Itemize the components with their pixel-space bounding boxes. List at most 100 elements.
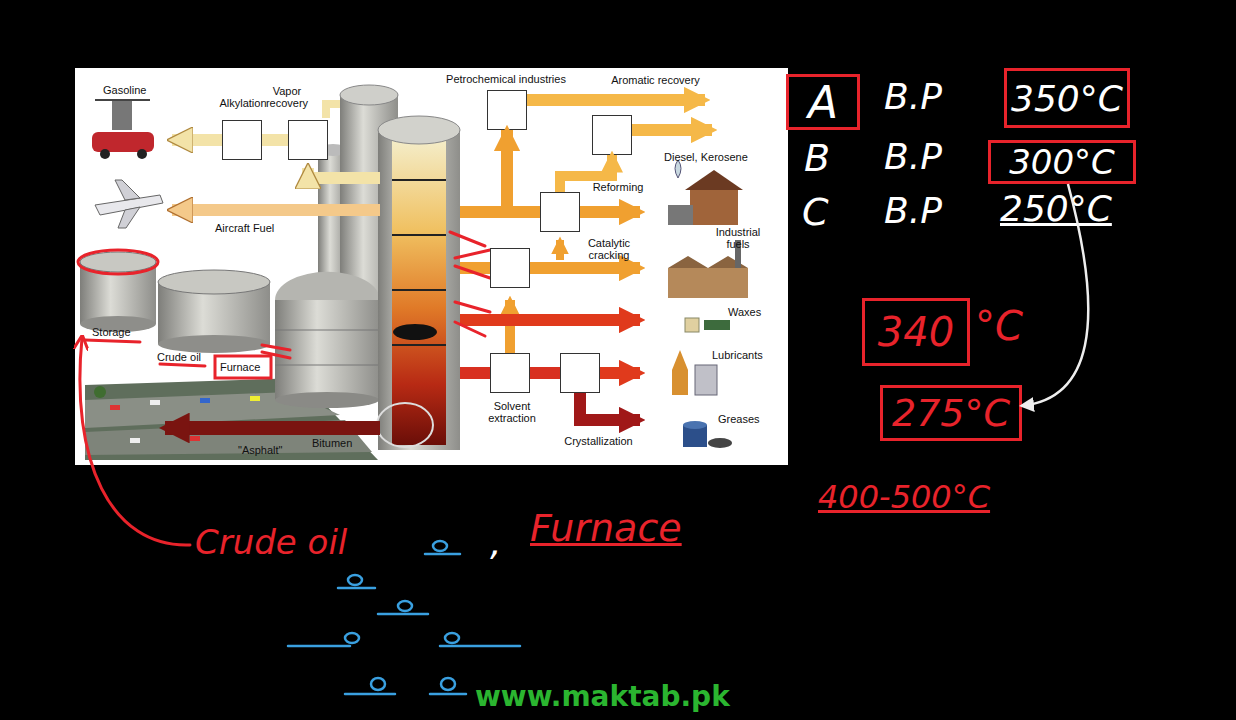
flow-arrow bbox=[507, 130, 540, 212]
process-box: Catalytic cracking bbox=[490, 248, 530, 288]
fractionating-column-part bbox=[392, 140, 446, 445]
product-arrows-part bbox=[308, 168, 380, 178]
storage-tank-part bbox=[80, 252, 156, 272]
handwritten-note: , bbox=[490, 522, 501, 563]
process-label: Solvent extraction bbox=[481, 400, 543, 424]
product-label: Waxes bbox=[728, 306, 761, 318]
flow-arrow bbox=[560, 155, 612, 192]
annotation-marks-part bbox=[85, 340, 140, 342]
callout-letter: B bbox=[804, 136, 830, 180]
fractionating-column-part bbox=[377, 403, 433, 447]
blue-marks-part bbox=[338, 587, 375, 590]
product-arrows-part bbox=[632, 124, 712, 136]
temperature-box: 350°C bbox=[1004, 68, 1130, 128]
temperature-note: 250°C bbox=[1000, 188, 1112, 229]
process-label: Petrochemical industries bbox=[426, 73, 586, 85]
crude-oil-tank bbox=[158, 270, 270, 353]
annotation-marks-part bbox=[78, 250, 158, 274]
highway-part bbox=[150, 400, 160, 405]
temperature-box: 340°C bbox=[862, 298, 970, 366]
annotation-marks-part bbox=[455, 266, 490, 278]
product-label: Greases bbox=[718, 413, 760, 425]
product-arrows-part bbox=[580, 206, 640, 218]
process-label: Reforming bbox=[583, 181, 653, 193]
temperature-box: 300°C bbox=[988, 140, 1136, 184]
product-label: Bitumen bbox=[312, 437, 352, 449]
highway-part bbox=[130, 438, 140, 443]
handwritten-note: Crude oil bbox=[195, 522, 347, 562]
product-label: Aircraft Fuel bbox=[215, 222, 274, 234]
flow-arrow bbox=[530, 367, 560, 379]
temperature-note: 400-500°C bbox=[818, 478, 990, 516]
product-arrows-part bbox=[326, 104, 340, 118]
value-text: 340 bbox=[878, 309, 954, 355]
fractionating-column-part bbox=[392, 289, 446, 291]
annotation-marks-part bbox=[262, 345, 290, 350]
crude-oil-tank-part bbox=[158, 270, 270, 294]
storage-tank bbox=[80, 252, 156, 332]
product-icons-part bbox=[683, 421, 707, 429]
temperature-box: 275°C bbox=[880, 385, 1022, 441]
product-label: Lubricants bbox=[712, 349, 763, 361]
highway-part bbox=[250, 396, 260, 401]
product-icons-part bbox=[92, 132, 154, 152]
process-label: Vapor recovery bbox=[259, 85, 315, 109]
flow-arrow bbox=[262, 134, 288, 146]
handwritten-note: B.P bbox=[884, 76, 942, 117]
highway-part bbox=[200, 398, 210, 403]
annotation-marks-part bbox=[80, 338, 190, 545]
unit-text: °C bbox=[975, 303, 1023, 349]
blue-marks-part bbox=[445, 633, 459, 643]
illustration-background bbox=[75, 68, 788, 465]
annotation-marks-part bbox=[160, 364, 205, 366]
product-icons-part bbox=[685, 318, 699, 332]
product-label: Industrial fuels bbox=[712, 226, 764, 250]
furnace-part bbox=[275, 330, 380, 331]
highway-part bbox=[190, 436, 200, 441]
process-box: Reforming bbox=[540, 192, 580, 232]
product-arrows-part bbox=[556, 240, 564, 260]
blue-marks-part bbox=[345, 693, 395, 696]
product-icons-part bbox=[708, 438, 732, 448]
blue-marks-part bbox=[288, 645, 350, 648]
product-icons-part bbox=[695, 365, 717, 395]
product-icons-part bbox=[668, 205, 693, 225]
product-arrows-part bbox=[600, 367, 640, 379]
process-box: Solvent extraction bbox=[490, 353, 530, 393]
product-arrows-part bbox=[172, 204, 380, 216]
part-label: Storage bbox=[92, 326, 131, 338]
product-arrows bbox=[165, 100, 712, 428]
blue-marks-part bbox=[348, 575, 362, 585]
highway-part bbox=[110, 405, 120, 410]
product-arrows-part bbox=[530, 262, 640, 274]
product-icons-part bbox=[118, 207, 140, 228]
product-icons-part bbox=[690, 190, 738, 225]
furnace-part bbox=[275, 272, 380, 300]
product-arrows-part bbox=[165, 421, 380, 435]
handwritten-note: B.P bbox=[884, 190, 942, 231]
product-label: Diesel, Kerosene bbox=[664, 151, 748, 163]
process-box: Aromatic recovery bbox=[592, 115, 632, 155]
crude-oil-tank-part bbox=[158, 335, 270, 353]
product-arrows-part bbox=[172, 134, 222, 146]
blue-marks-part bbox=[430, 693, 466, 696]
product-icons-part bbox=[115, 180, 140, 200]
product-icons bbox=[92, 100, 748, 448]
fractionating-column-part bbox=[393, 324, 437, 340]
product-icons-part bbox=[672, 350, 688, 395]
process-box: Crystallization bbox=[560, 353, 600, 393]
callout-letter: C bbox=[802, 190, 829, 234]
value-text: 350°C bbox=[1011, 78, 1123, 119]
blue-marks-part bbox=[425, 553, 460, 556]
blue-marks-part bbox=[441, 678, 455, 690]
process-label: Aromatic recovery bbox=[593, 74, 718, 86]
highway-part bbox=[94, 386, 106, 398]
furnace-part bbox=[275, 392, 379, 408]
back-column-part bbox=[340, 85, 398, 105]
fractionating-column-part bbox=[392, 234, 446, 236]
handwritten-note: Furnace bbox=[530, 506, 682, 550]
annotation-marks-part bbox=[450, 232, 485, 246]
product-icons-part bbox=[95, 99, 150, 101]
process-label: Crystallization bbox=[551, 435, 646, 447]
